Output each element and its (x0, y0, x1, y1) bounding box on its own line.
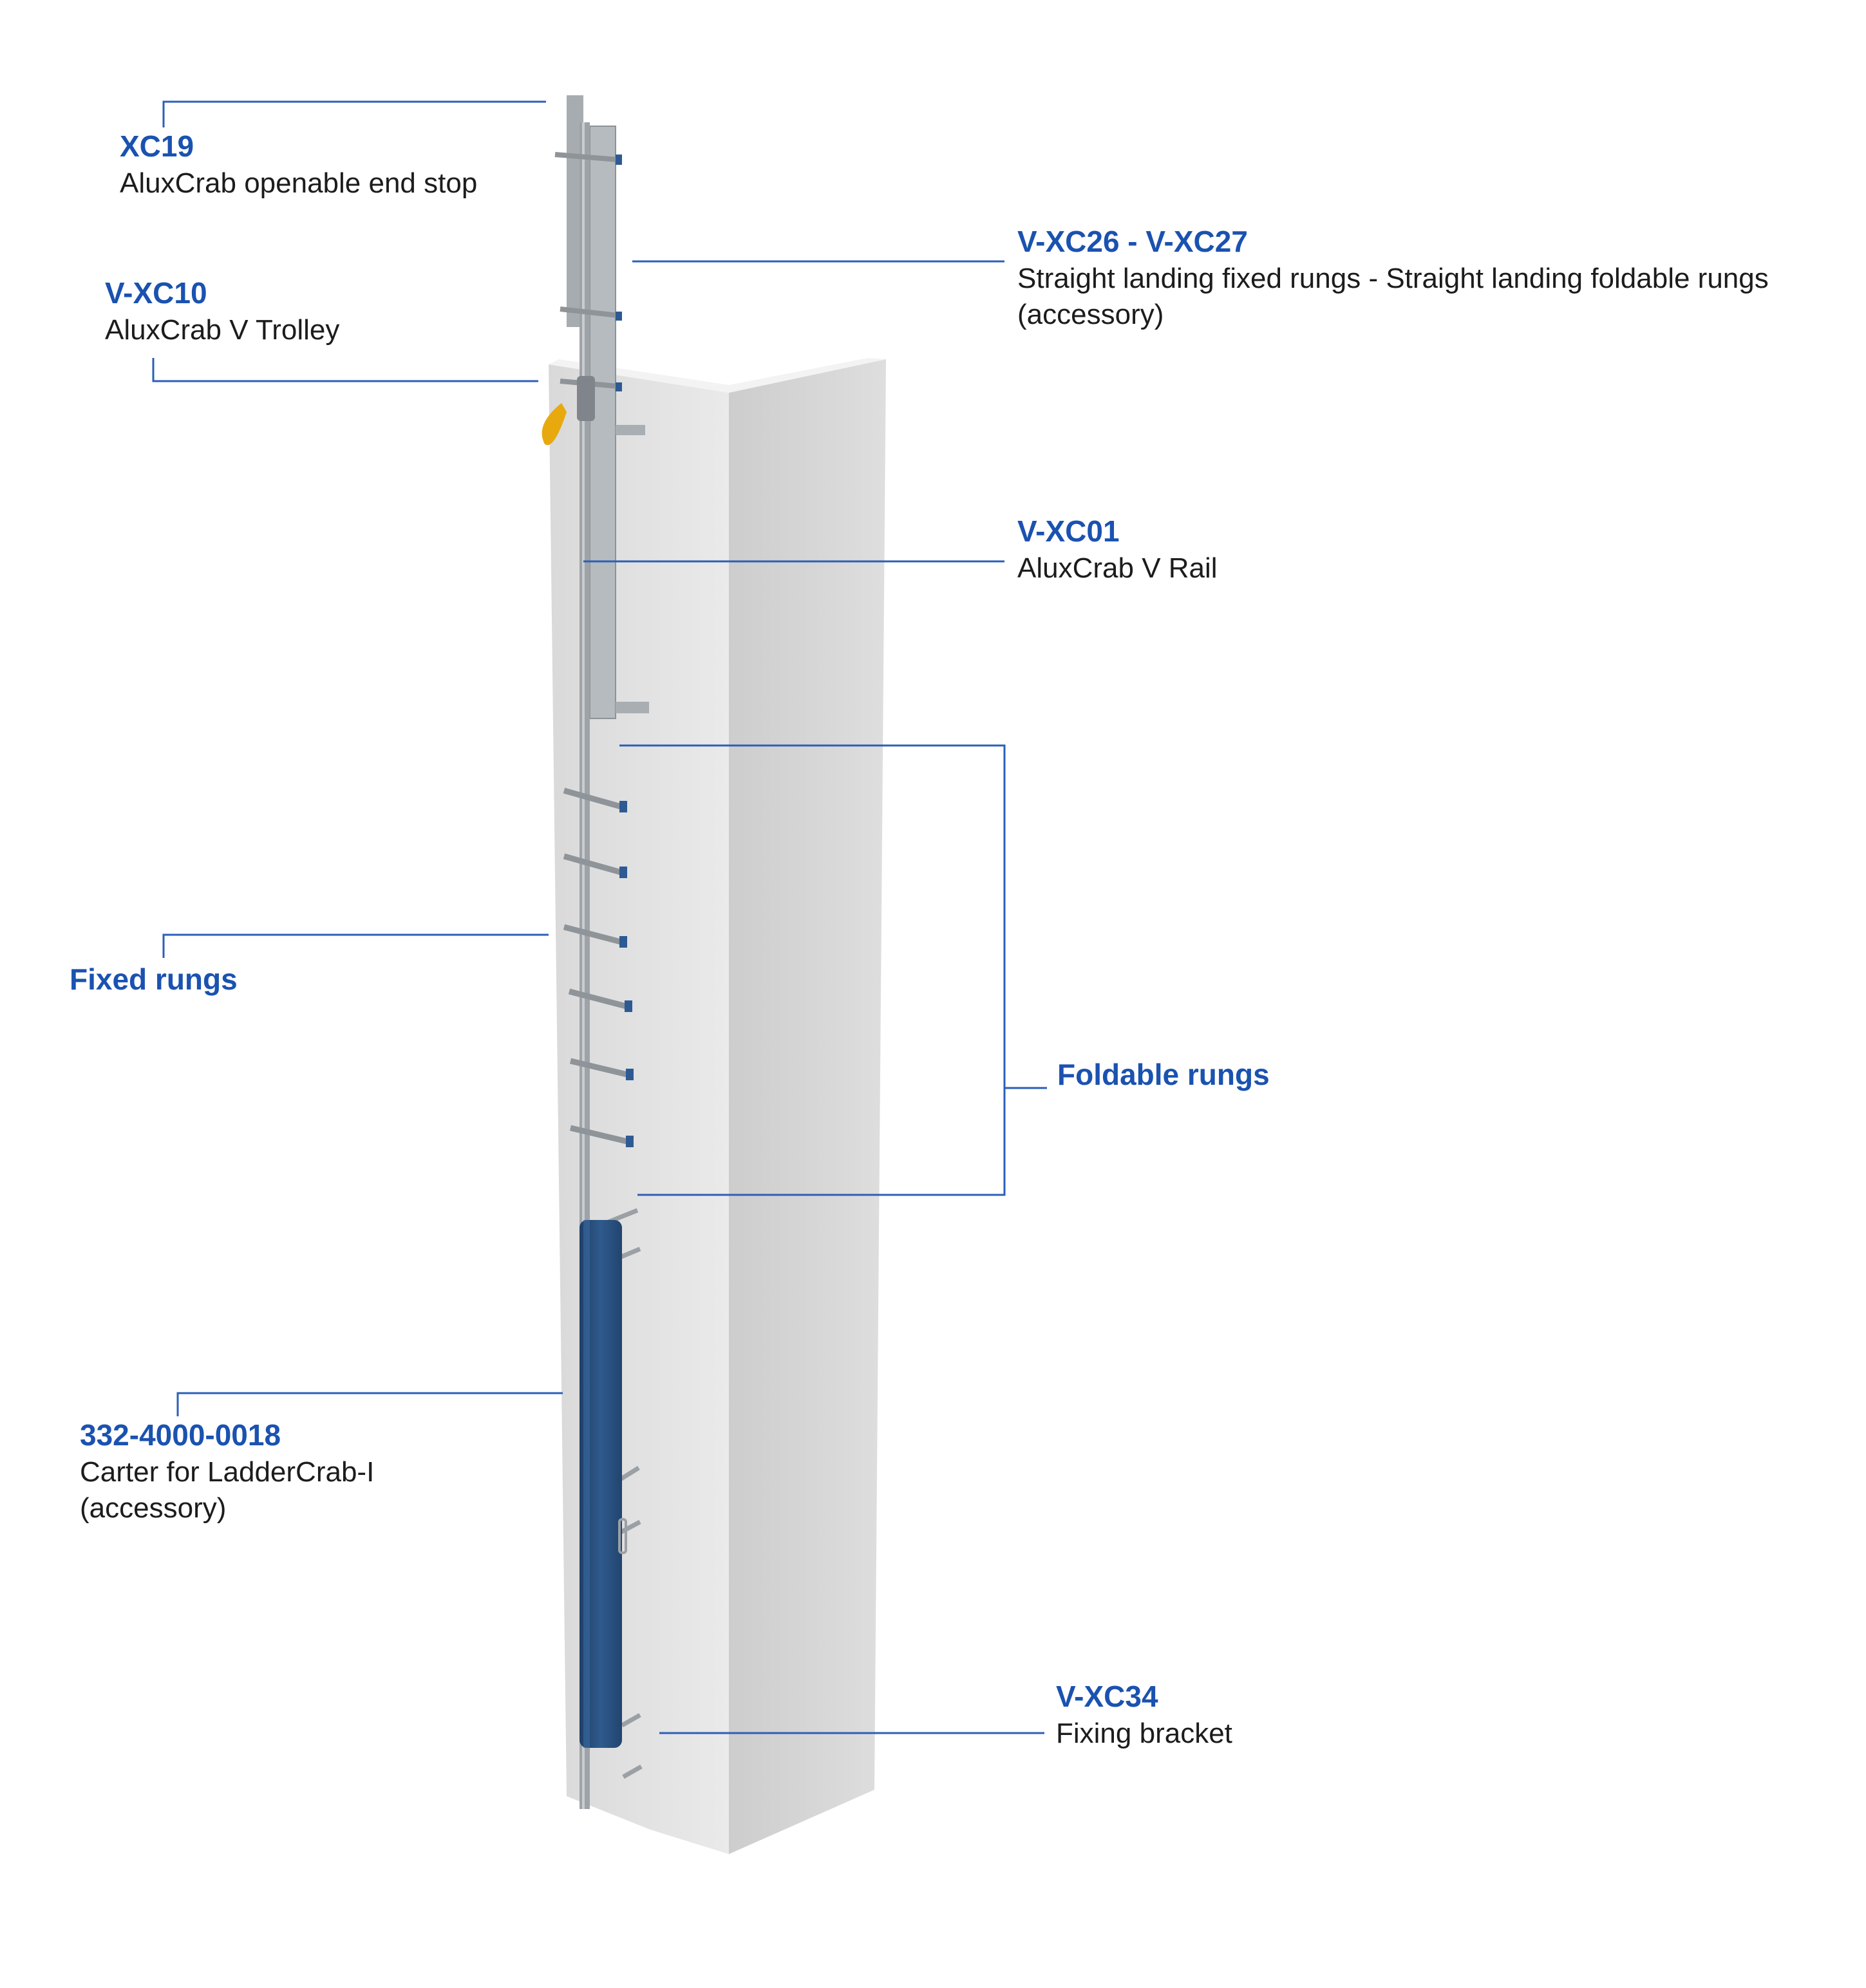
callout-code: V-XC01 (1017, 514, 1120, 548)
callout-description-line1: Straight landing fixed rungs - Straight … (1017, 262, 1769, 294)
callout-vxc01: V-XC01 AluxCrab V Rail (1017, 512, 1218, 586)
callout-foldable-rungs: Foldable rungs (1057, 1056, 1270, 1094)
climbing-rung-caps (619, 801, 634, 1147)
callout-code: Foldable rungs (1057, 1058, 1270, 1091)
callout-carter: 332-4000-0018 Carter for LadderCrab-I (a… (80, 1416, 374, 1527)
callout-description-line2: (accessory) (80, 1492, 227, 1524)
callout-xc19: XC19 AluxCrab openable end stop (120, 127, 477, 202)
leader-vxc10 (152, 358, 538, 382)
landing-rung-caps (616, 155, 622, 391)
leader-fixed-rungs (162, 933, 549, 958)
callout-vxc26: V-XC26 - V-XC27 Straight landing fixed r… (1017, 223, 1769, 333)
leader-foldable-rungs (619, 744, 1006, 1196)
callout-code: V-XC10 (105, 276, 207, 310)
callout-description-line2: (accessory) (1017, 299, 1164, 331)
rail-main-highlight (582, 122, 585, 1809)
callout-description: Fixing bracket (1056, 1717, 1232, 1749)
callout-code: XC19 (120, 129, 194, 163)
callout-description: AluxCrab V Rail (1017, 552, 1218, 584)
callout-code: Fixed rungs (70, 962, 238, 996)
pillar-front-face (549, 364, 729, 1854)
callout-description-line1: Carter for LadderCrab-I (80, 1456, 375, 1488)
trolley (542, 376, 595, 445)
climbing-rungs (563, 787, 631, 1145)
landing-bracket-1 (616, 425, 645, 435)
pillar-top-edge (549, 358, 886, 393)
callout-fixed-rungs: Fixed rungs (70, 961, 238, 999)
callout-code: 332-4000-0018 (80, 1418, 281, 1452)
callout-vxc10: V-XC10 AluxCrab V Trolley (105, 274, 339, 348)
callout-code: V-XC34 (1056, 1680, 1158, 1713)
ladder-rail-assembly (542, 95, 649, 1809)
leader-xc19 (162, 100, 546, 127)
callout-description: AluxCrab V Trolley (105, 314, 340, 346)
carter-cover (580, 1220, 627, 1748)
landing-bracket-2 (616, 702, 649, 713)
callout-code: V-XC26 - V-XC27 (1017, 225, 1248, 258)
callout-vxc34: V-XC34 Fixing bracket (1056, 1678, 1232, 1752)
pillar-side-face (729, 359, 886, 1854)
rail-upper-extension-2 (589, 126, 616, 719)
leader-lines (152, 100, 1047, 1734)
leader-carter (176, 1392, 563, 1416)
callout-description: AluxCrab openable end stop (120, 167, 478, 199)
